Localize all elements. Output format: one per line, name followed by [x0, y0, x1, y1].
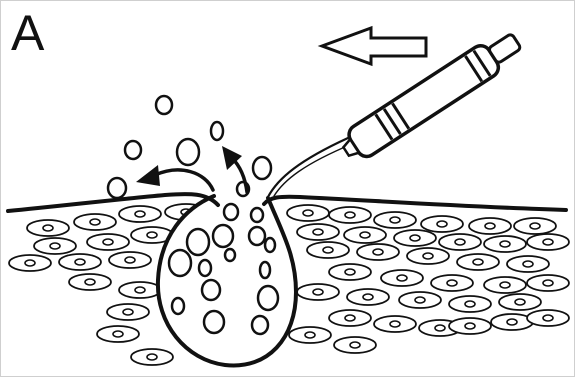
drug-particle: [199, 260, 211, 276]
tissue-cell: [431, 275, 473, 291]
tissue-cell: [407, 248, 449, 264]
injection-needle-shaft: [274, 144, 352, 196]
tissue-cell: [381, 270, 423, 286]
tissue-cell: [527, 234, 569, 250]
drug-particle: [187, 229, 209, 255]
drug-particle: [224, 204, 238, 220]
drug-particle: [125, 141, 141, 159]
tissue-cell: [439, 234, 481, 250]
outflow-arrowhead-left: [136, 165, 160, 186]
drug-particle: [260, 262, 270, 278]
tissue-cell: [499, 294, 541, 310]
drug-particle: [211, 122, 223, 140]
tissue-cell: [69, 274, 111, 290]
tissue-cell: [344, 227, 386, 243]
tissue-cell: [334, 337, 376, 353]
left-arrow-icon: [322, 28, 426, 64]
tissue-cell: [457, 254, 499, 270]
outflow-arrow-left: [155, 170, 213, 190]
bleb-pocket: [158, 196, 296, 366]
drug-particle: [202, 280, 220, 300]
tissue-cell: [297, 284, 339, 300]
tissue-cell: [119, 206, 161, 222]
drug-particle: [251, 208, 263, 222]
tissue-cell: [287, 205, 329, 221]
tissue-cell: [527, 275, 569, 291]
tissue-cell: [329, 207, 371, 223]
tissue-cell: [399, 292, 441, 308]
tissue-cell: [307, 242, 349, 258]
tissue-cell: [119, 282, 161, 298]
drug-particle: [225, 249, 235, 261]
tissue-cell: [507, 256, 549, 272]
drug-particle: [108, 178, 126, 198]
tissue-cell: [97, 326, 139, 342]
tissue-cell: [74, 214, 116, 230]
drug-particle: [252, 316, 268, 334]
drug-particle: [204, 311, 224, 333]
tissue-cell: [514, 218, 556, 234]
tissue-cell: [87, 234, 129, 250]
drug-particle: [177, 139, 199, 165]
tissue-cell: [107, 304, 149, 320]
tissue-cell: [329, 264, 371, 280]
drug-particle: [258, 286, 278, 310]
drug-particle: [213, 225, 233, 247]
drug-particle: [265, 238, 275, 252]
tissue-cell: [9, 255, 51, 271]
drug-particle: [172, 298, 184, 314]
tissue-cell: [484, 236, 526, 252]
tissue-cell: [469, 218, 511, 234]
drug-particle: [156, 96, 172, 114]
tissue-cell: [449, 318, 491, 334]
tissue-cell: [289, 327, 331, 343]
tissue-cell: [374, 212, 416, 228]
tissue-cell: [394, 230, 436, 246]
tissue-cell: [357, 244, 399, 260]
tissue-cell: [527, 310, 569, 326]
tissue-cell: [374, 316, 416, 332]
drug-particle: [249, 227, 265, 245]
tissue-cell: [59, 254, 101, 270]
tissue-cell: [329, 310, 371, 326]
tissue-cell: [484, 277, 526, 293]
tissue-cell: [27, 220, 69, 236]
tissue-cell: [297, 224, 339, 240]
tissue-cell: [109, 252, 151, 268]
tissue-cell: [347, 289, 389, 305]
tissue-cell: [449, 296, 491, 312]
tissue-cell: [131, 349, 173, 365]
tissue-cell: [34, 238, 76, 254]
tissue-cell: [421, 216, 463, 232]
drug-particle: [169, 250, 191, 276]
drug-particle: [253, 157, 271, 179]
